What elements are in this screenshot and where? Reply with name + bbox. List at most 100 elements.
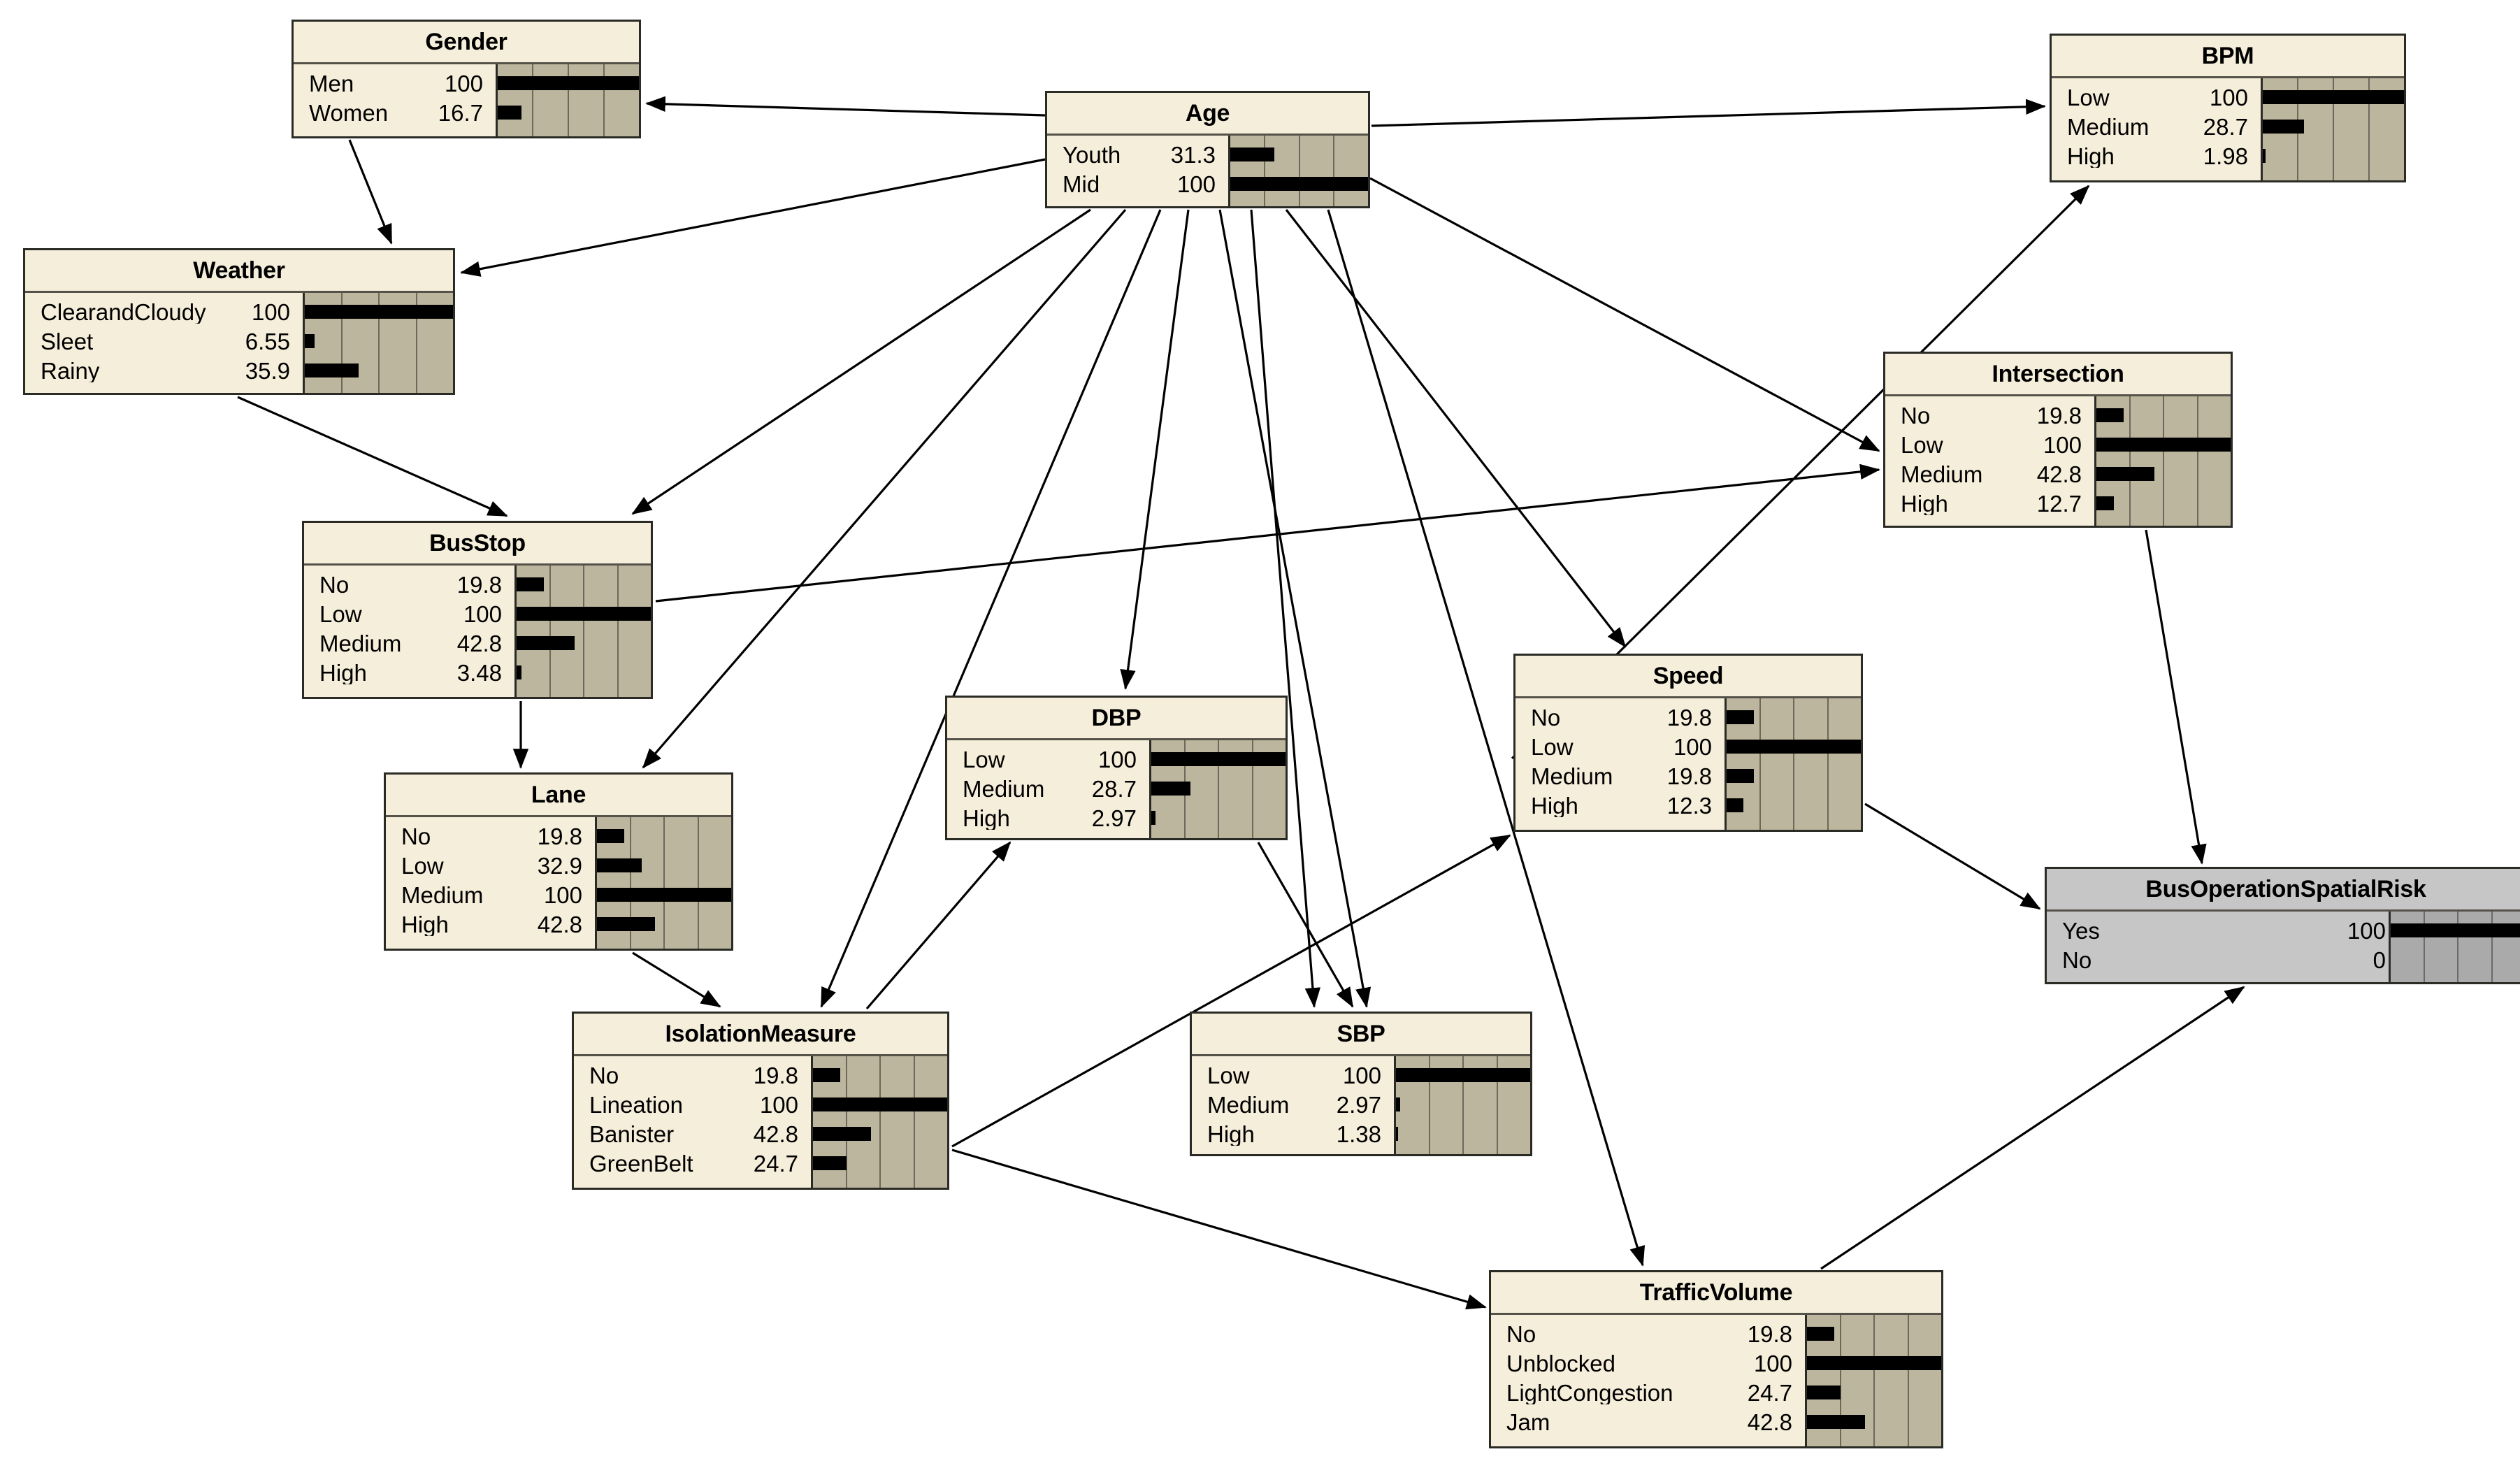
state-bar-row	[597, 880, 731, 909]
state-label: High	[319, 661, 367, 684]
edge-age-to-dbp	[1120, 209, 1190, 690]
node-title-lane: Lane	[386, 775, 731, 817]
edge-age-to-sbp	[1218, 209, 1371, 1008]
state-bar-row	[498, 69, 639, 98]
edge-weather-to-busstop	[237, 396, 508, 517]
state-bar	[1151, 811, 1155, 825]
state-value: 100	[1753, 1350, 1792, 1376]
state-bar	[2391, 923, 2520, 937]
edge-lane-to-isolationmeasure	[632, 951, 721, 1008]
state-label: Medium	[401, 883, 484, 907]
state-bar-row	[517, 570, 651, 599]
state-bar-row	[1151, 803, 1286, 833]
state-bar	[1727, 740, 1861, 754]
probability-bars-age	[1228, 136, 1368, 206]
state-value: 24.7	[753, 1150, 798, 1176]
state-bar-row	[1807, 1407, 1941, 1437]
edge-isolationmeasure-to-trafficvolume	[951, 1149, 1487, 1310]
state-label: Women	[309, 101, 389, 124]
state-label: No	[589, 1063, 619, 1087]
state-bar	[813, 1156, 847, 1170]
edge-dbp-to-sbp	[1257, 842, 1354, 1008]
state-bar-row	[305, 356, 453, 385]
node-title-age: Age	[1047, 93, 1368, 136]
state-bar	[813, 1068, 840, 1082]
state-value: 100	[251, 298, 290, 325]
edge-busstop-to-intersection	[655, 463, 1880, 603]
state-bar-row	[1230, 140, 1368, 169]
state-bar-row	[2391, 916, 2520, 945]
state-label: Medium	[2067, 115, 2150, 138]
state-value: 100	[463, 600, 502, 627]
edge-age-to-weather	[460, 158, 1046, 277]
state-bar	[597, 888, 731, 902]
state-bar	[597, 829, 624, 843]
state-value: 2.97	[1091, 805, 1137, 831]
state-bar-row	[517, 628, 651, 658]
state-row[interactable]: ClearandCloudy 100	[25, 297, 303, 326]
state-label: ClearandCloudy	[41, 300, 206, 324]
state-label: Youth	[1063, 143, 1121, 166]
state-value: 100	[2043, 431, 2082, 458]
probability-bars-trafficvolume	[1805, 1315, 1941, 1446]
